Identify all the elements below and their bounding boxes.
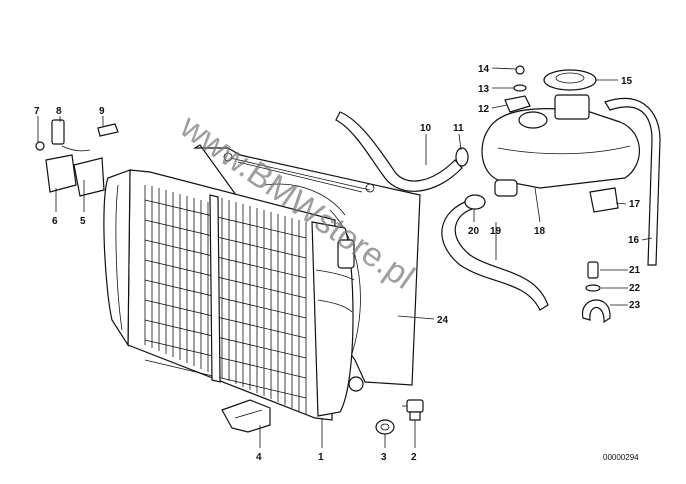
bolt-clamp-assembly xyxy=(581,261,611,324)
washer xyxy=(375,419,395,435)
part-label-5: 5 xyxy=(80,216,86,227)
diagram-id: 00000294 xyxy=(603,453,639,462)
lower-hose xyxy=(441,199,549,311)
part-label-15: 15 xyxy=(621,76,633,87)
part-label-17: 17 xyxy=(629,199,641,210)
part-label-3: 3 xyxy=(381,452,387,463)
part-label-8: 8 xyxy=(56,106,62,117)
part-label-22: 22 xyxy=(629,283,641,294)
part-label-18: 18 xyxy=(534,226,546,237)
drain-plug xyxy=(402,399,424,421)
radiator xyxy=(103,169,364,421)
part-label-2: 2 xyxy=(411,452,417,463)
part-label-20: 20 xyxy=(468,226,480,237)
lower-hose-clamp xyxy=(464,194,486,210)
part-label-24: 24 xyxy=(437,315,449,326)
part-label-10: 10 xyxy=(420,123,432,134)
hose-clip xyxy=(589,187,619,213)
left-bracket-assembly xyxy=(35,119,119,197)
callouts: 1 2 3 4 5 6 7 8 9 10 11 12 13 14 15 16 1 xyxy=(34,64,653,463)
expansion-tank xyxy=(481,94,640,197)
part-label-1: 1 xyxy=(318,452,324,463)
part-label-21: 21 xyxy=(629,265,641,276)
part-label-11: 11 xyxy=(453,123,464,134)
part-label-9: 9 xyxy=(99,106,105,117)
upper-hose xyxy=(335,111,463,192)
part-label-7: 7 xyxy=(34,106,40,117)
part-label-12: 12 xyxy=(478,104,490,115)
cap-assembly xyxy=(504,65,597,113)
part-label-23: 23 xyxy=(629,300,641,311)
hose-clamp xyxy=(455,147,469,167)
part-label-16: 16 xyxy=(628,235,640,246)
part-label-4: 4 xyxy=(256,452,262,463)
overflow-hose xyxy=(604,97,661,266)
mounting-bracket xyxy=(221,399,271,433)
part-label-6: 6 xyxy=(52,216,58,227)
radiator-fins xyxy=(144,185,307,414)
part-label-13: 13 xyxy=(478,84,490,95)
part-label-14: 14 xyxy=(478,64,490,75)
part-label-19: 19 xyxy=(490,226,502,237)
